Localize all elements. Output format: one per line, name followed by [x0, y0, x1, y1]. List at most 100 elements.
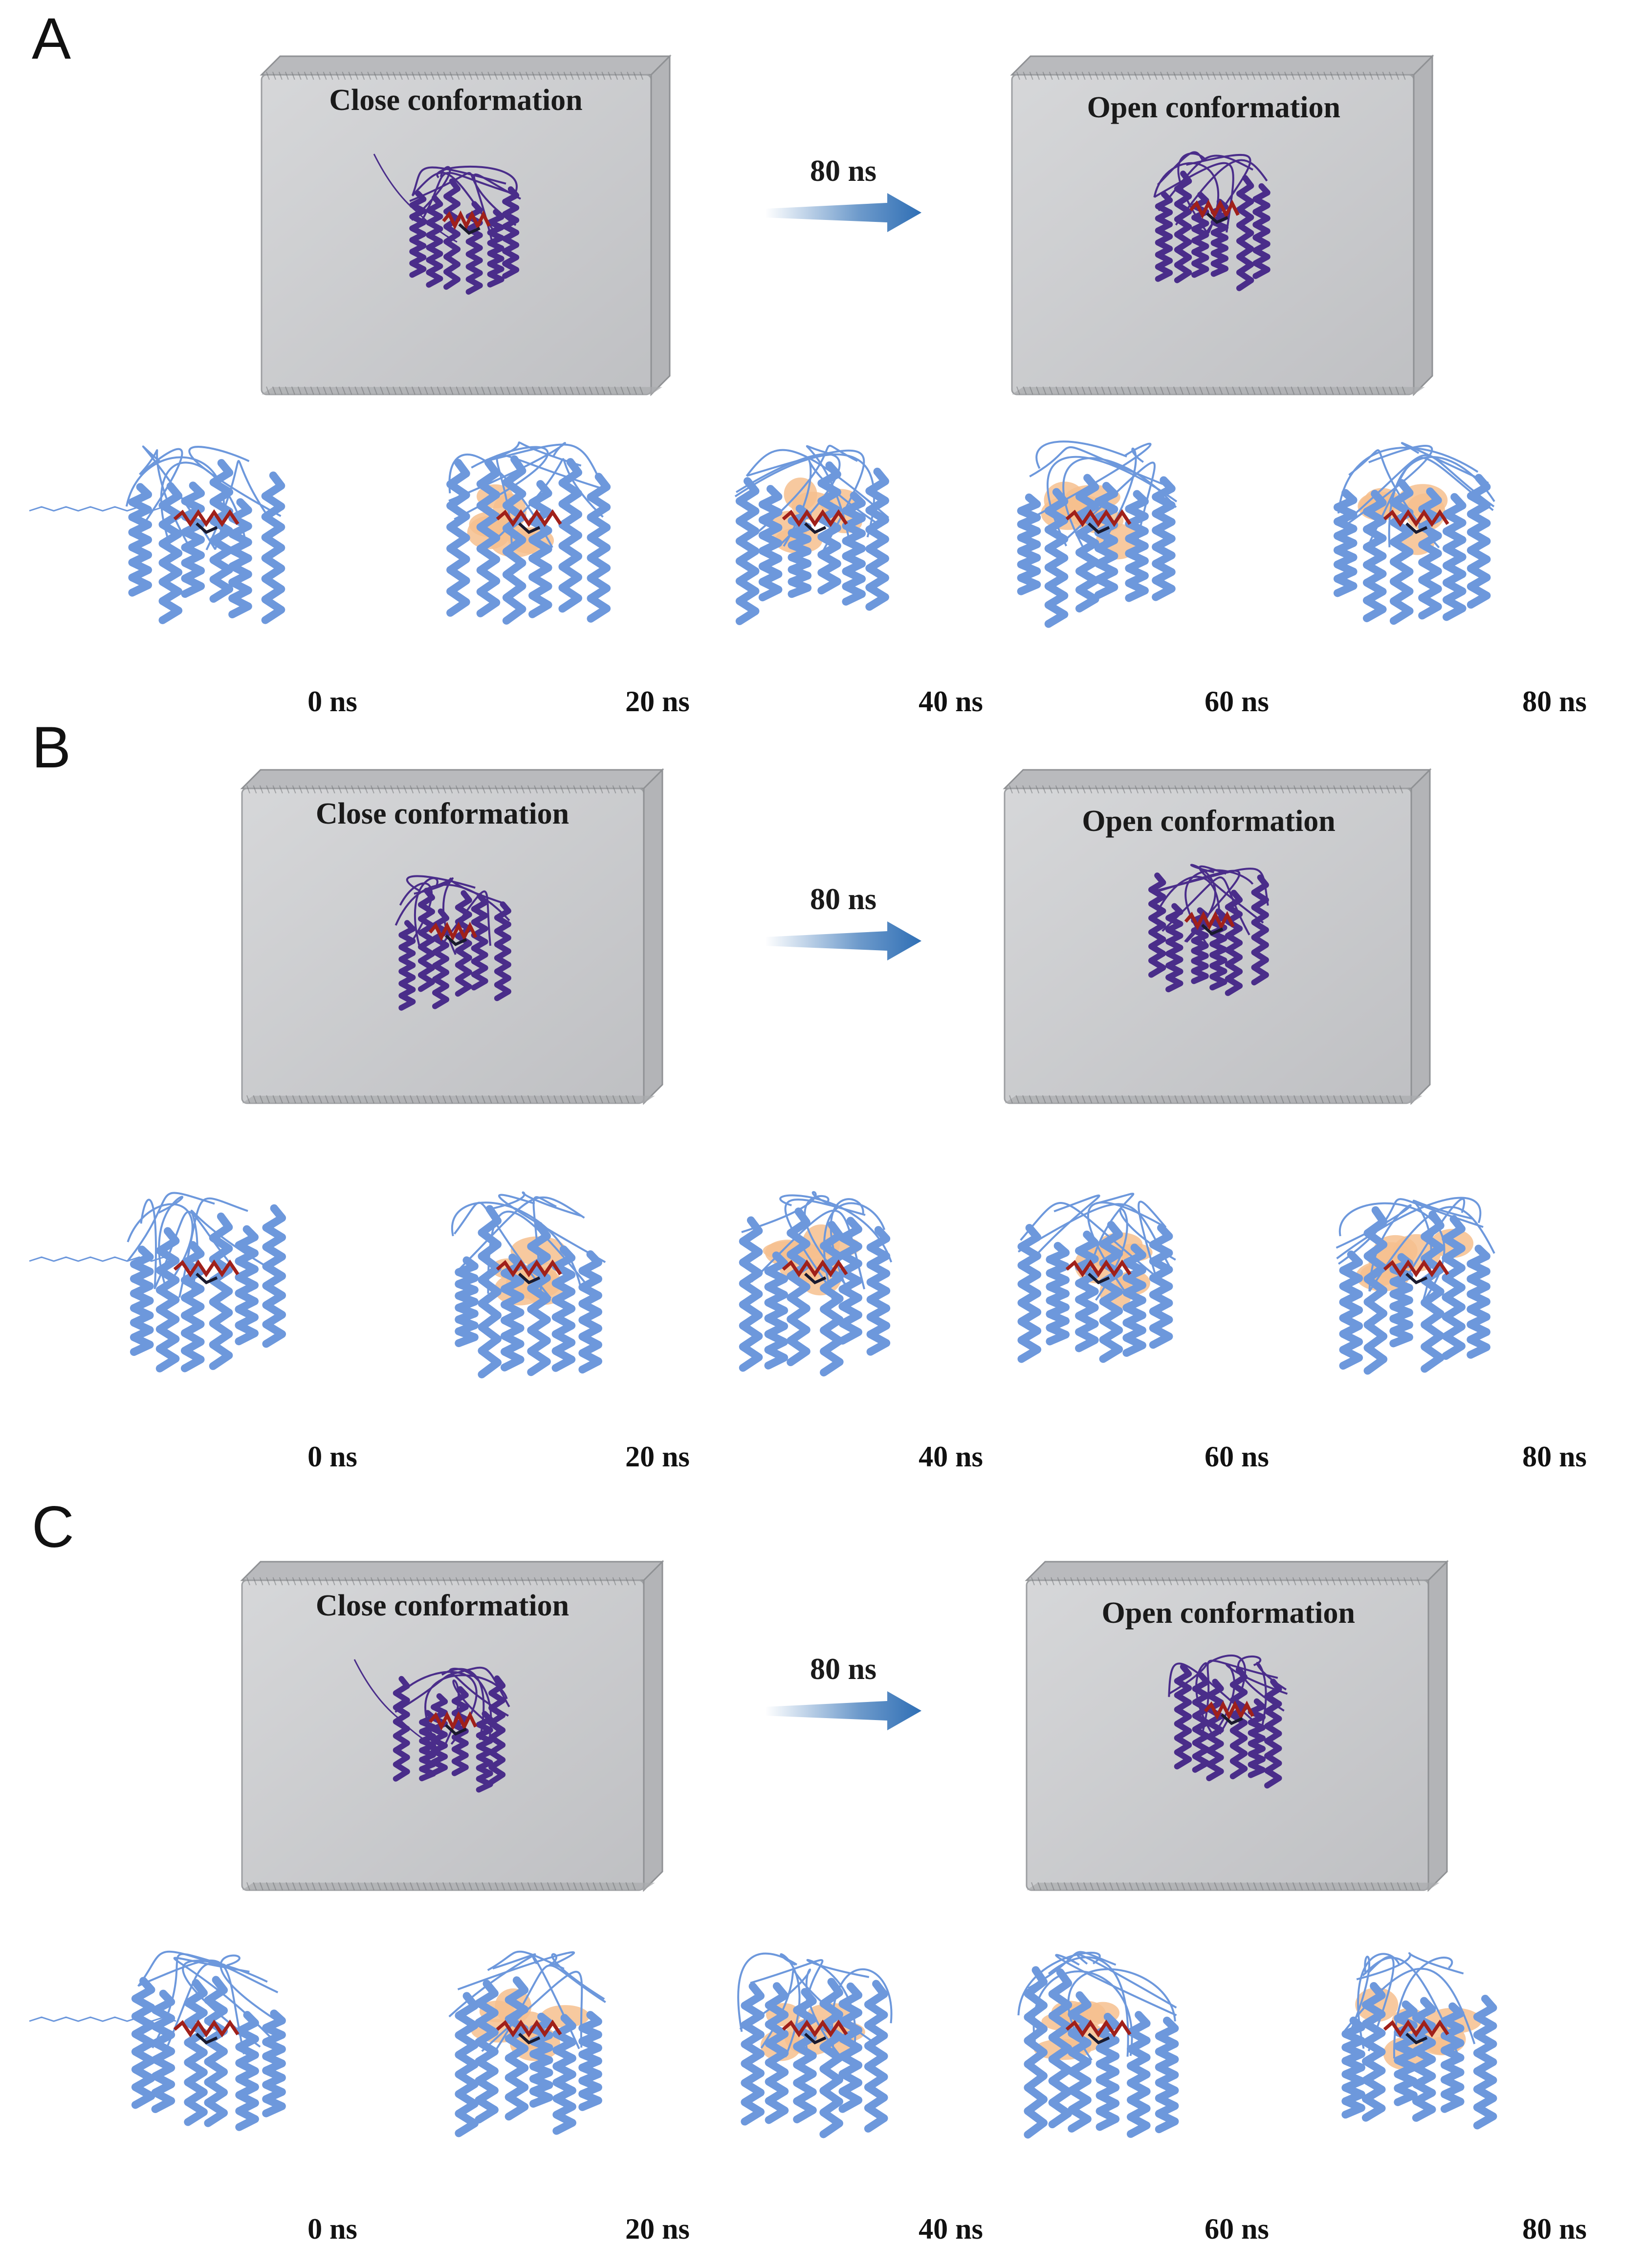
snapshot-protein — [1017, 440, 1178, 628]
n-terminal-tail — [29, 1256, 176, 1262]
ligand — [428, 921, 478, 946]
ligand — [496, 1259, 562, 1285]
snapshot-4: 80 ns — [1341, 1952, 1587, 2245]
n-terminal-tail — [373, 153, 458, 243]
close-conformation-label: Close conformation — [316, 797, 569, 830]
ligand — [1065, 509, 1132, 534]
snapshot-protein — [1017, 1951, 1179, 2139]
ligand — [1383, 2019, 1449, 2045]
ligand — [1065, 1259, 1132, 1285]
snapshot-0: 0 ns — [29, 1192, 357, 1473]
snapshot-row: 0 ns 20 ns 40 ns 60 ns 80 ns — [29, 1191, 1587, 1473]
ligand — [782, 1259, 848, 1285]
arrow-duration-label: 80 ns — [810, 1653, 876, 1686]
ligand — [496, 509, 562, 534]
open-protein — [1168, 1655, 1288, 1789]
time-arrow — [765, 921, 921, 960]
ligand — [428, 1711, 478, 1736]
snapshot-0: 0 ns — [29, 1950, 357, 2245]
snapshot-time-label: 60 ns — [1205, 685, 1269, 718]
panel-c: C Close conformation Open conformation 80 n… — [29, 1494, 1587, 2245]
ligand — [782, 509, 848, 534]
close-protein — [394, 875, 511, 1011]
ligand — [442, 210, 491, 235]
snapshot-protein — [1017, 1193, 1176, 1363]
ligand — [173, 509, 240, 534]
snapshot-protein — [1336, 1197, 1495, 1375]
ligand — [1383, 509, 1449, 534]
snapshot-protein — [127, 1192, 286, 1373]
snapshot-protein — [737, 1952, 893, 2138]
snapshot-time-label: 40 ns — [919, 2213, 983, 2245]
ligand — [1383, 1259, 1449, 1285]
panel-letter: C — [32, 1494, 74, 1560]
snapshot-protein — [734, 444, 889, 625]
panel-a: A Close conformation Open conformation 80 n… — [29, 6, 1587, 718]
n-terminal-tail — [29, 506, 176, 512]
time-arrow — [765, 193, 921, 232]
time-arrow — [765, 1691, 921, 1730]
snapshot-time-label: 40 ns — [919, 685, 983, 718]
ligand — [1065, 2019, 1132, 2045]
snapshot-3: 60 ns — [1017, 440, 1269, 718]
n-terminal-tail — [353, 1659, 438, 1748]
snapshot-time-label: 80 ns — [1522, 685, 1587, 718]
close-protein — [409, 165, 521, 295]
panel-letter: A — [32, 6, 71, 71]
open-conformation-label: Open conformation — [1087, 91, 1340, 124]
panel-letter: B — [32, 715, 71, 780]
snapshot-time-label: 20 ns — [625, 685, 690, 718]
snapshot-time-label: 80 ns — [1522, 1440, 1587, 1473]
snapshot-time-label: 20 ns — [625, 1440, 690, 1473]
open-protein — [1153, 151, 1271, 291]
snapshot-time-label: 60 ns — [1205, 1440, 1269, 1473]
snapshot-2: 40 ns — [739, 1191, 983, 1473]
close-conformation-label: Close conformation — [329, 84, 582, 117]
snapshot-protein — [131, 1950, 286, 2131]
ligand — [173, 2019, 240, 2045]
snapshot-1: 20 ns — [448, 1950, 690, 2245]
snapshot-protein — [446, 441, 611, 625]
ligand — [1204, 1701, 1254, 1725]
ligand — [1189, 199, 1240, 224]
snapshot-protein — [448, 1950, 606, 2137]
open-protein — [1148, 864, 1269, 996]
arrow-duration-label: 80 ns — [810, 154, 876, 188]
arrow-duration-label: 80 ns — [810, 883, 876, 916]
n-terminal-tail — [29, 2016, 176, 2022]
snapshot-2: 40 ns — [734, 444, 983, 718]
snapshot-time-label: 0 ns — [307, 2213, 357, 2245]
snapshot-3: 60 ns — [1017, 1193, 1269, 1473]
open-conformation-label: Open conformation — [1082, 805, 1335, 838]
snapshot-time-label: 40 ns — [919, 1440, 983, 1473]
ligand — [782, 2019, 848, 2045]
snapshot-4: 80 ns — [1333, 442, 1587, 718]
snapshot-protein — [125, 445, 285, 624]
panel-b: B Close conformation Open conformation 80 n… — [29, 715, 1587, 1473]
snapshot-time-label: 20 ns — [625, 2213, 690, 2245]
snapshot-3: 60 ns — [1017, 1951, 1269, 2245]
snapshot-time-label: 80 ns — [1522, 2213, 1587, 2245]
snapshot-row: 0 ns 20 ns 40 ns 60 ns 80 ns — [29, 1950, 1587, 2245]
open-conformation-label: Open conformation — [1102, 1596, 1355, 1630]
open-water-box — [1025, 1560, 1449, 1892]
snapshot-0: 0 ns — [29, 445, 357, 718]
snapshot-protein — [1333, 442, 1495, 625]
ligand — [1184, 911, 1235, 936]
snapshot-4: 80 ns — [1336, 1197, 1587, 1473]
snapshot-protein — [1341, 1952, 1497, 2130]
snapshot-protein — [451, 1191, 606, 1378]
close-protein — [393, 1666, 510, 1793]
snapshot-row: 0 ns 20 ns 40 ns 60 ns 80 ns — [29, 440, 1587, 718]
snapshot-protein — [739, 1191, 893, 1377]
snapshot-time-label: 0 ns — [307, 1440, 357, 1473]
snapshot-1: 20 ns — [446, 441, 690, 718]
snapshot-1: 20 ns — [451, 1191, 690, 1473]
close-conformation-label: Close conformation — [316, 1589, 569, 1622]
snapshot-time-label: 0 ns — [307, 685, 357, 718]
ligand — [173, 1259, 240, 1285]
snapshot-2: 40 ns — [737, 1952, 983, 2245]
ligand — [496, 2019, 562, 2045]
snapshot-time-label: 60 ns — [1205, 2213, 1269, 2245]
